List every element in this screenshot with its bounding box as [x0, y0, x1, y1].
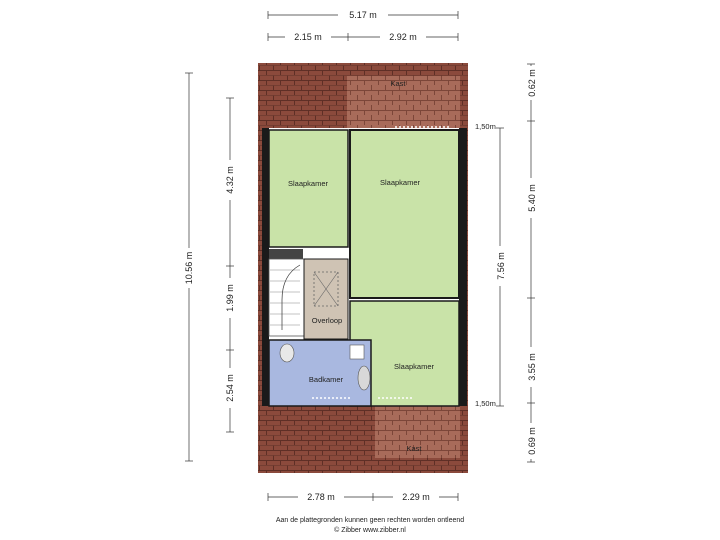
- left-dimensions: 10.56 m 4.32 m 1.99 m 2.54 m: [182, 72, 237, 462]
- bottom-dimensions: 2.78 m 2.29 m: [267, 490, 459, 504]
- footer-disclaimer: Aan de plattegronden kunnen geen rechten…: [276, 517, 464, 524]
- height-marker-top: 1,50m: [475, 122, 496, 131]
- top-dimensions: 5.17 m 2.15 m 2.92 m: [267, 8, 459, 44]
- wall-block: [269, 249, 303, 259]
- height-marker-bottom: 1,50m: [475, 399, 496, 408]
- kast-bottom-label: Kast: [406, 444, 422, 453]
- slaapkamer-right: Slaapkamer: [349, 129, 460, 299]
- right-dimensions: 0.62 m 5.40 m 3.55 m 0.69 m 7.56 m: [494, 63, 539, 463]
- dim-right-bottom: 0.69 m: [527, 427, 537, 455]
- dim-top-left: 2.15 m: [294, 32, 322, 42]
- dim-bottom-left: 2.78 m: [307, 492, 335, 502]
- slaapkamer-left-label: Slaapkamer: [288, 179, 329, 188]
- toilet-icon: [279, 343, 295, 363]
- overloop: Overloop: [303, 258, 349, 340]
- dim-left-mid: 1.99 m: [225, 284, 235, 312]
- kast-top: Kast: [347, 76, 460, 128]
- sink-icon: [349, 344, 365, 360]
- slaapkamer-left: Slaapkamer: [268, 129, 349, 248]
- dim-right-lower: 3.55 m: [527, 353, 537, 381]
- dim-top-right: 2.92 m: [389, 32, 417, 42]
- dim-left-top: 4.32 m: [225, 166, 235, 194]
- slaapkamer-bottom-label: Slaapkamer: [394, 362, 435, 371]
- stairs: [268, 258, 305, 337]
- kast-bottom: Kast: [375, 406, 460, 458]
- badkamer: Badkamer: [268, 339, 412, 407]
- dim-right-top: 0.62 m: [527, 69, 537, 97]
- dim-left-total: 10.56 m: [184, 252, 194, 285]
- badkamer-label: Badkamer: [309, 375, 344, 384]
- dim-bottom-right: 2.29 m: [402, 492, 430, 502]
- dim-left-bottom: 2.54 m: [225, 374, 235, 402]
- walls: [262, 128, 467, 406]
- dim-top-total: 5.17 m: [349, 10, 377, 20]
- overloop-label: Overloop: [312, 316, 342, 325]
- slaapkamer-right-label: Slaapkamer: [380, 178, 421, 187]
- dim-right-upper: 5.40 m: [527, 184, 537, 212]
- footer-credit: © Zibber www.zibber.nl: [334, 526, 406, 534]
- dim-right-mid-total: 7.56 m: [496, 252, 506, 280]
- kast-top-label: Kast: [390, 79, 406, 88]
- shower-icon: [357, 365, 371, 391]
